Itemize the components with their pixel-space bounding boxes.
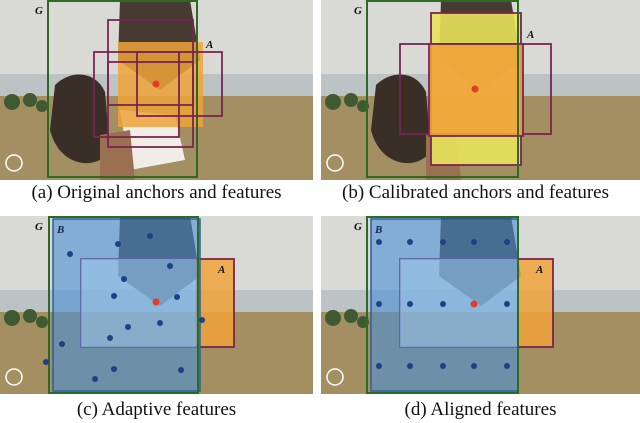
gt-label: G bbox=[354, 221, 362, 233]
box-label: B bbox=[56, 224, 64, 236]
anchor-feature-fill bbox=[118, 42, 203, 127]
gt-label: G bbox=[35, 5, 43, 17]
predicted-box bbox=[52, 218, 201, 392]
panel-d: G B A bbox=[321, 216, 640, 394]
watermark-icon bbox=[326, 154, 344, 172]
caption-b: (b) Calibrated anchors and features bbox=[342, 182, 609, 203]
gt-box bbox=[48, 216, 199, 394]
trees bbox=[4, 309, 48, 328]
anchor-label: A bbox=[526, 29, 534, 41]
gt-box bbox=[366, 216, 519, 394]
anchor-overlap bbox=[81, 259, 196, 347]
anchor-feature-fill bbox=[196, 259, 234, 347]
watermark-icon bbox=[326, 368, 344, 386]
box-label: B bbox=[374, 224, 382, 236]
watermark-icon bbox=[5, 154, 23, 172]
center-point bbox=[152, 298, 160, 306]
center-point bbox=[152, 80, 160, 88]
caption-a: (a) Original anchors and features bbox=[31, 182, 282, 203]
eagle-body bbox=[50, 74, 110, 164]
center-point bbox=[470, 300, 478, 308]
panel-b: G A bbox=[321, 0, 640, 180]
gt-box bbox=[366, 0, 519, 178]
panel-c-image: G B A bbox=[0, 216, 313, 394]
caption-c: (c) Adaptive features bbox=[76, 399, 237, 420]
anchor-box-4 bbox=[107, 61, 194, 148]
gt-label: G bbox=[35, 221, 43, 233]
anchor-overlap bbox=[400, 259, 517, 347]
panel-a-image: G A bbox=[0, 0, 313, 180]
panel-b-image: G A bbox=[321, 0, 640, 180]
anchor-label: A bbox=[217, 264, 225, 276]
anchor-label: A bbox=[535, 264, 543, 276]
caption-d: (d) Aligned features bbox=[404, 399, 557, 420]
anchor-feature-fill bbox=[517, 259, 553, 347]
panel-d-image: G B A bbox=[321, 216, 640, 394]
trees bbox=[4, 93, 48, 112]
gt-box bbox=[47, 0, 198, 178]
gt-label: G bbox=[354, 5, 362, 17]
adaptive-feature-points bbox=[43, 233, 205, 382]
calibrated-anchor-square bbox=[428, 43, 524, 137]
center-point bbox=[471, 85, 479, 93]
panel-c: G B A bbox=[0, 216, 313, 394]
aligned-feature-points bbox=[376, 239, 510, 369]
eagle-body bbox=[371, 74, 431, 164]
watermark-icon bbox=[5, 368, 23, 386]
anchor-label: A bbox=[205, 39, 213, 51]
anchor-box-3 bbox=[136, 51, 223, 117]
panel-a: G A bbox=[0, 0, 313, 180]
